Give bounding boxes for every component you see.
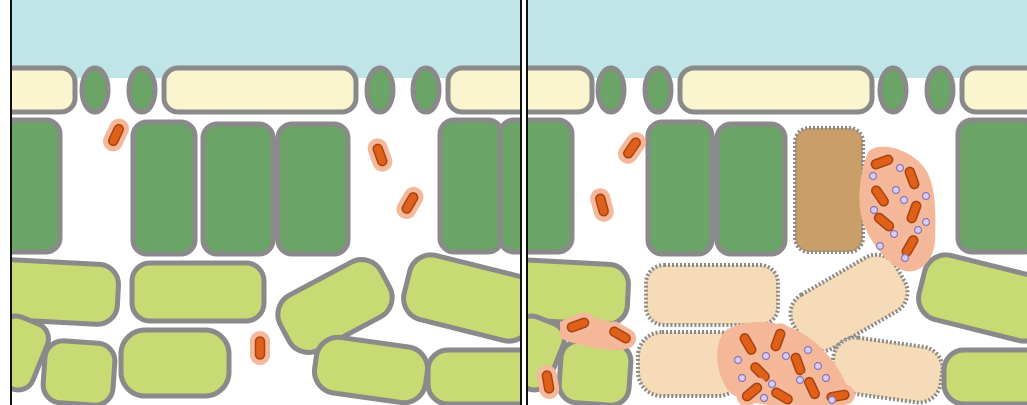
particle-icon	[901, 197, 908, 204]
epidermis-cell	[164, 68, 356, 112]
particle-icon	[871, 207, 878, 214]
particle-icon	[877, 243, 884, 250]
healthy-leaf-panel	[0, 0, 548, 405]
palisade-cell	[648, 122, 712, 254]
particle-icon	[769, 381, 776, 388]
spongy-cell	[121, 330, 229, 396]
spongy-cell	[42, 340, 116, 405]
particle-icon	[761, 395, 768, 402]
particle-icon	[891, 231, 898, 238]
guard-cell	[413, 68, 439, 112]
spongy-cell	[944, 350, 1027, 404]
particle-icon	[897, 165, 904, 172]
guard-cell	[645, 68, 671, 112]
particle-icon	[915, 227, 922, 234]
palisade-cell	[133, 122, 195, 254]
guard-cell	[598, 68, 624, 112]
particle-icon	[763, 353, 770, 360]
epidermis-cell	[962, 68, 1027, 112]
particle-icon	[783, 353, 790, 360]
guard-cell	[927, 68, 953, 112]
bacterium-icon	[250, 331, 270, 365]
dead-spongy-cell	[646, 265, 778, 325]
particle-icon	[870, 173, 877, 180]
palisade-cell	[958, 120, 1027, 252]
particle-icon	[829, 397, 836, 404]
guard-cell	[880, 68, 906, 112]
palisade-cell	[717, 124, 785, 254]
particle-icon	[893, 187, 900, 194]
particle-icon	[739, 375, 746, 382]
particle-icon	[823, 375, 830, 382]
particle-icon	[923, 193, 930, 200]
particle-icon	[805, 347, 812, 354]
particle-icon	[735, 357, 742, 364]
particle-icon	[797, 377, 804, 384]
guard-cell	[367, 68, 393, 112]
palisade-cell	[203, 124, 273, 254]
spongy-cell	[132, 263, 264, 321]
particle-icon	[923, 219, 930, 226]
spongy-cell	[428, 350, 540, 404]
dead-palisade-cell	[795, 128, 863, 252]
palisade-cell	[278, 124, 348, 254]
particle-icon	[902, 255, 909, 262]
infected-leaf-panel	[497, 0, 1027, 405]
epidermis-cell	[680, 68, 872, 112]
palisade-cell	[440, 120, 502, 252]
guard-cell	[82, 68, 108, 112]
guard-cell	[129, 68, 155, 112]
particle-icon	[815, 363, 822, 370]
palisade-cell	[0, 120, 60, 252]
